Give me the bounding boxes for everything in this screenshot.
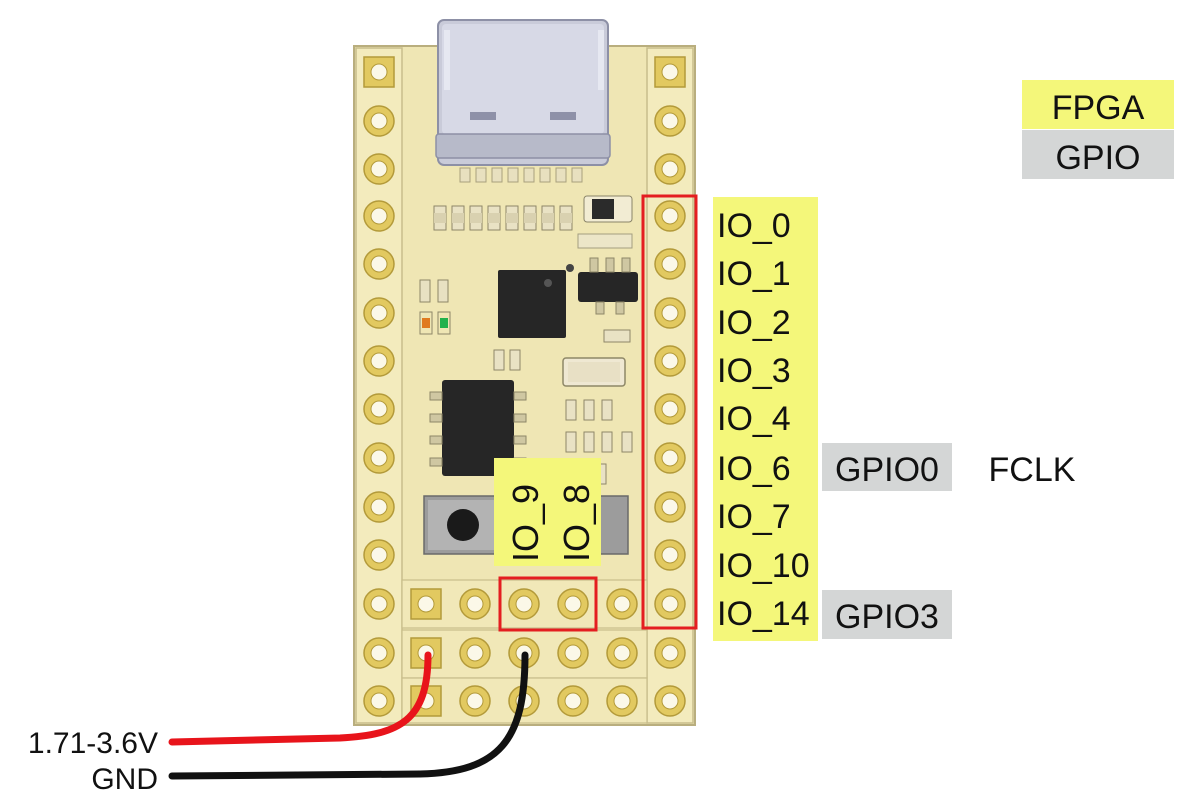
ground-wire-label: GND xyxy=(91,763,158,796)
bottom-header-pad xyxy=(557,685,589,717)
left-header-pad xyxy=(363,685,395,717)
right-header-pad xyxy=(654,248,686,280)
left-header-strip xyxy=(355,47,403,724)
left-header-pad xyxy=(363,56,395,88)
legend-fpga-label: FPGA xyxy=(1052,89,1145,127)
right-header-pad xyxy=(654,685,686,717)
left-header-pad xyxy=(363,200,395,232)
gpio3-bg xyxy=(822,590,952,639)
small-ic-top xyxy=(577,195,633,249)
function-label-fclk: FCLK xyxy=(989,451,1076,489)
left-header-pad xyxy=(363,442,395,474)
right-header-pad xyxy=(654,491,686,523)
left-header-pad xyxy=(363,637,395,669)
header-pads xyxy=(363,56,686,717)
left-header-pad xyxy=(363,297,395,329)
left-header-pad xyxy=(363,491,395,523)
legend: FPGA GPIO xyxy=(1022,80,1174,179)
right-header-pad xyxy=(654,200,686,232)
bottom-header-pad xyxy=(606,588,638,620)
oscillator xyxy=(562,357,626,387)
right-header-pad xyxy=(654,637,686,669)
right-header-pad xyxy=(654,297,686,329)
legend-fpga-swatch xyxy=(1022,80,1174,129)
bottom-header-pad xyxy=(606,685,638,717)
io-pin-label: IO_6 xyxy=(717,450,791,488)
flash-chip xyxy=(429,380,527,476)
bottom-header-pad xyxy=(557,637,589,669)
reset-button xyxy=(423,495,629,555)
left-header-pad xyxy=(363,539,395,571)
power-wire-label: 1.71-3.6V xyxy=(28,727,158,760)
io-pin-label: IO_14 xyxy=(717,595,810,633)
io-pin-label: IO_10 xyxy=(717,547,810,585)
ground-wire xyxy=(168,651,529,780)
left-header-pad xyxy=(363,345,395,377)
io-label-column-bg xyxy=(713,197,818,641)
left-header-pad xyxy=(363,393,395,425)
io-pins-highlight-box xyxy=(641,194,698,630)
power-wire xyxy=(168,651,432,746)
io-pin-label: IO_0 xyxy=(717,207,791,245)
bottom-header-pad xyxy=(459,637,491,669)
bottom-header-pad xyxy=(459,588,491,620)
right-header-pad xyxy=(654,393,686,425)
status-leds xyxy=(419,279,451,335)
pin-label-io8: IO_8 xyxy=(556,484,597,562)
legend-gpio-swatch xyxy=(1022,130,1174,179)
smd-resistor-row xyxy=(433,205,573,231)
gpio-label-gpio3: GPIO3 xyxy=(835,598,939,636)
right-header-pad xyxy=(654,539,686,571)
io-pin-label: IO_4 xyxy=(717,400,791,438)
io8-io9-highlight-box xyxy=(498,576,598,632)
usb-pad-row xyxy=(459,167,583,183)
legend-gpio-label: GPIO xyxy=(1055,139,1140,177)
io-pin-label: IO_1 xyxy=(717,255,791,293)
right-header-pad xyxy=(654,56,686,88)
left-header-pad xyxy=(363,153,395,185)
io-pin-label: IO_2 xyxy=(717,304,791,342)
right-header-pad xyxy=(654,105,686,137)
gpio-label-gpio0: GPIO0 xyxy=(835,451,939,489)
bottom-header-pad xyxy=(557,588,589,620)
left-header-pad xyxy=(363,588,395,620)
voltage-regulator xyxy=(578,257,638,315)
bottom-header-pad xyxy=(508,588,540,620)
right-header-pad xyxy=(654,153,686,185)
right-header-pad xyxy=(654,442,686,474)
io-pin-label: IO_7 xyxy=(717,498,791,536)
usb-c-connector xyxy=(435,19,611,166)
pin-label-io9: IO_9 xyxy=(505,484,546,562)
fpga-pin1-dot xyxy=(544,279,552,287)
io-pin-label: IO_3 xyxy=(717,352,791,390)
bottom-header-pad xyxy=(459,685,491,717)
fpga-chip xyxy=(498,270,566,338)
bottom-header-pad xyxy=(606,637,638,669)
right-header-pad xyxy=(654,345,686,377)
right-header-pad xyxy=(654,588,686,620)
right-header-strip xyxy=(646,47,694,724)
left-header-pad xyxy=(363,248,395,280)
bottom-header-pad xyxy=(410,588,442,620)
left-header-pad xyxy=(363,105,395,137)
gpio0-bg xyxy=(822,443,952,491)
vertical-labels-bg xyxy=(494,458,601,566)
